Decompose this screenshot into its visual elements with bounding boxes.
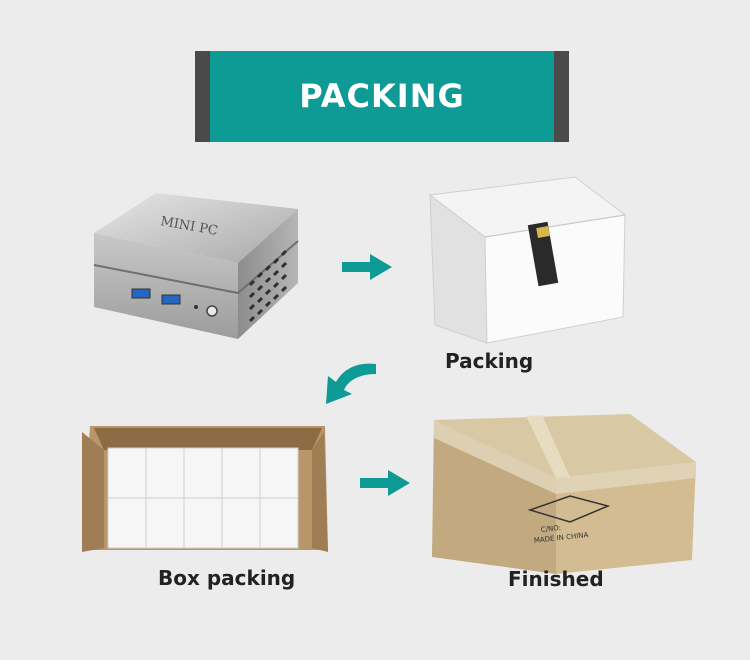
banner-right-edge [554,51,569,142]
white-box-image [428,176,627,344]
page-title: PACKING [299,77,465,115]
arrow-right-icon [342,254,392,280]
step-caption-finished: Finished [508,567,604,591]
title-banner: PACKING [195,51,569,142]
step-caption-packing: Packing [445,349,534,373]
banner-left-edge [195,51,210,142]
box-packing-image [82,426,328,552]
arrow-curved-icon [326,363,376,404]
arrow-right-icon [360,470,410,496]
mini-pc-image: MINI PC [93,193,299,339]
carton-mark-cno: C/NO: [540,524,561,534]
finished-carton-image: C/NO: MADE IN CHINA [432,414,696,574]
step-caption-box-packing: Box packing [158,566,296,590]
